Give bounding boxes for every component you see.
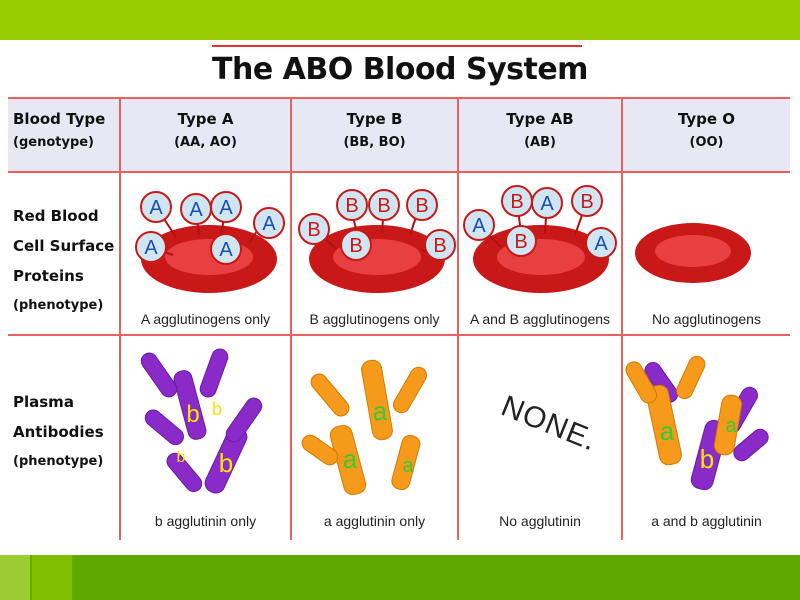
antibody-label-b: b — [186, 401, 199, 428]
antibody-label-a: a — [660, 416, 675, 446]
antibody-label-a: a — [402, 455, 414, 477]
header-row-bg — [8, 97, 790, 171]
antigen-label-b: B — [580, 191, 593, 213]
row-label-plasma: Plasma Antibodies (phenotype) — [13, 387, 104, 477]
antibody-type-b-illustration: a a a — [301, 359, 427, 496]
top-green-bar — [0, 0, 800, 40]
col-genotype-label: (AB) — [524, 135, 556, 150]
antigen-label-b: B — [433, 235, 446, 257]
grid-line-top — [8, 97, 790, 99]
col-head-type-o: Type O (OO) — [623, 107, 790, 155]
grid-line-col4 — [621, 97, 623, 540]
antigen-label-a: A — [540, 193, 554, 215]
caption-antibody-type-o: a and b agglutinin — [651, 513, 762, 529]
row-label-genotype: (genotype) — [13, 135, 95, 150]
caption-rbc-type-a: A agglutinogens only — [140, 311, 271, 327]
col-type-label: Type AB — [506, 110, 574, 128]
antigen-b-group — [298, 189, 456, 261]
row-label-line: Red Blood — [13, 207, 99, 225]
grid-line-col1 — [119, 97, 121, 540]
grid-line-col3 — [457, 97, 459, 540]
antigen-label-a: A — [262, 213, 276, 235]
antigen-label-b: B — [510, 191, 523, 213]
antigen-label-a: A — [472, 215, 486, 237]
rbc-type-a-illustration: A A A A A A — [135, 191, 285, 293]
col-genotype-label: (BB, BO) — [343, 135, 406, 150]
caption-rbc-type-ab: A and B agglutinogens — [469, 311, 611, 327]
rbc-type-ab-illustration: A B A B B A — [463, 185, 617, 293]
row-label-phenotype: (phenotype) — [13, 454, 104, 469]
rbc-type-o-illustration — [635, 223, 751, 283]
caption-antibody-type-a: b agglutinin only — [154, 513, 257, 529]
row-label-line: Proteins — [13, 267, 84, 285]
abo-table: Blood Type (genotype) Type A (AA, AO) Ty… — [8, 97, 790, 540]
title-rule — [212, 45, 582, 47]
col-head-type-b: Type B (BB, BO) — [292, 107, 457, 155]
antibody-label-b: b — [212, 399, 222, 419]
row-label-phenotype: (phenotype) — [13, 298, 104, 313]
bottom-bar-block — [74, 555, 800, 600]
antibody-label-b: b — [177, 449, 186, 466]
col-type-label: Type O — [677, 110, 736, 128]
caption-rbc-type-b: B agglutinogens only — [309, 311, 440, 327]
antigen-ab-group — [463, 185, 617, 259]
antibody-type-a-illustration: b b b b — [140, 348, 263, 494]
antigen-label-a: A — [219, 197, 233, 219]
antibody-label-a: a — [373, 396, 388, 426]
row-label-line: Cell Surface — [13, 237, 115, 255]
antigen-label-b: B — [345, 195, 358, 217]
antibody-type-o-illustration: a a b — [625, 355, 769, 491]
caption-antibody-type-ab: No agglutinin — [499, 513, 581, 529]
grid-line-col2 — [290, 97, 292, 540]
antibody-label-a: a — [725, 415, 737, 437]
row-label-line: Plasma — [13, 393, 74, 411]
red-blood-cell-center — [655, 235, 731, 267]
antigen-label-a: A — [149, 197, 163, 219]
caption-rbc-type-o: No agglutinogens — [652, 311, 761, 327]
col-genotype-label: (OO) — [689, 135, 724, 150]
col-type-label: Type B — [346, 110, 403, 128]
col-head-type-a: Type A (AA, AO) — [121, 107, 290, 155]
none-text: NONE. — [496, 389, 602, 458]
antigen-label-a: A — [189, 199, 203, 221]
antigen-label-b: B — [514, 231, 527, 253]
antigen-label-a: A — [219, 239, 233, 261]
header-row-label: Blood Type (genotype) — [13, 107, 105, 155]
antibody-label-b: b — [700, 444, 714, 474]
antigen-label-a: A — [144, 237, 158, 259]
page-title: The ABO Blood System — [212, 52, 588, 87]
antigen-label-b: B — [377, 195, 390, 217]
antigen-label-a: A — [594, 233, 608, 255]
grid-line-header — [8, 171, 790, 173]
antibody-label-b: b — [219, 448, 233, 478]
col-type-label: Type A — [177, 110, 234, 128]
row-label-line: Antibodies — [13, 423, 104, 441]
antigen-label-b: B — [349, 235, 362, 257]
rbc-type-b-illustration: B B B B B B — [298, 189, 456, 293]
col-genotype-label: (AA, AO) — [174, 135, 237, 150]
row-label-blood-type: Blood Type — [13, 110, 106, 128]
bottom-bar-block — [0, 555, 30, 600]
grid-line-mid — [8, 334, 790, 336]
row-label-rbc: Red Blood Cell Surface Proteins (phenoty… — [13, 201, 114, 321]
bottom-green-bar — [0, 555, 800, 600]
antigen-label-b: B — [307, 219, 320, 241]
antibody-label-a: a — [343, 444, 358, 474]
antigen-a-group — [135, 191, 285, 265]
col-head-type-ab: Type AB (AB) — [459, 107, 621, 155]
none-illustration: NONE. — [459, 390, 621, 458]
antigen-label-b: B — [415, 195, 428, 217]
bottom-bar-block — [32, 555, 72, 600]
caption-antibody-type-b: a agglutinin only — [323, 513, 426, 529]
